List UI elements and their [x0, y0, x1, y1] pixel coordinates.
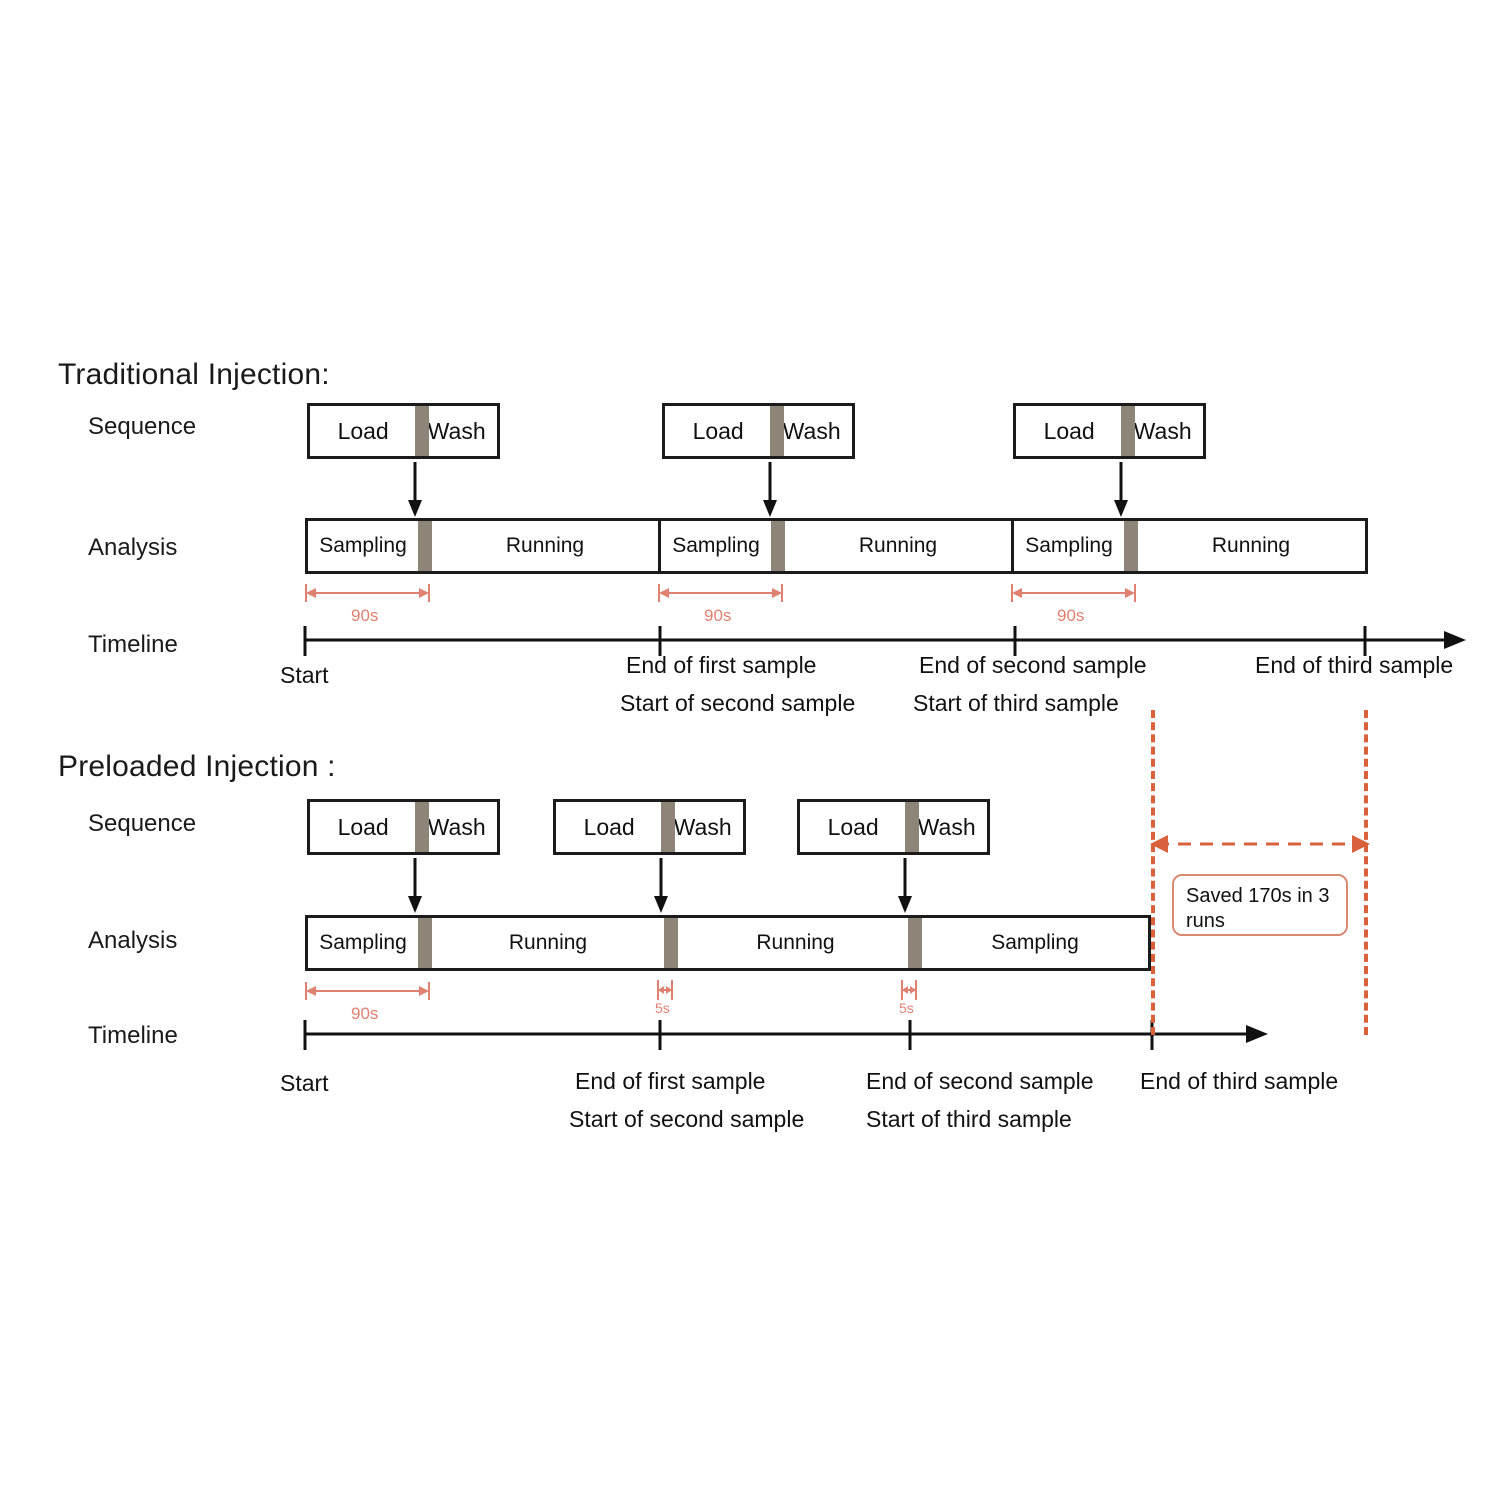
dimension-arrow-90s-2: [658, 584, 783, 602]
section-title-preloaded: Preloaded Injection :: [58, 750, 336, 783]
sequence-wash-label: Wash: [673, 813, 732, 840]
sequence-block-1-preloaded: Load Wash: [307, 799, 500, 855]
dimension-label-5s-2: 5s: [899, 1000, 914, 1016]
injection-down-arrow-3: [898, 858, 912, 913]
timeline-mark-end-first-preloaded: End of first sample: [575, 1068, 766, 1094]
dimension-arrow-5s-1: [657, 980, 673, 1000]
analysis-divider: [658, 521, 661, 571]
timeline-mark-start-third-traditional: Start of third sample: [913, 690, 1119, 716]
savings-guide-line-left: [1151, 710, 1155, 1035]
timeline-mark-start-preloaded: Start: [280, 1070, 329, 1096]
sequence-block-1-traditional: Load Wash: [307, 403, 500, 459]
injection-marker-bar: [415, 406, 429, 456]
dimension-label-90s-2: 90s: [704, 606, 732, 625]
injection-marker-bar: [418, 918, 432, 968]
sequence-load-label: Load: [1043, 417, 1095, 444]
savings-guide-line-right: [1364, 710, 1368, 1035]
dimension-arrow-90s-3: [1011, 584, 1136, 602]
injection-down-arrow-2: [654, 858, 668, 913]
analysis-segment-sampling: Sampling: [672, 534, 760, 557]
row-label-sequence-traditional: Sequence: [88, 413, 197, 440]
injection-marker-bar: [1121, 406, 1135, 456]
row-label-sequence-preloaded: Sequence: [88, 810, 197, 837]
injection-down-arrow-1: [408, 462, 422, 517]
timeline-mark-start-third-preloaded: Start of third sample: [866, 1106, 1072, 1132]
sequence-load-label: Load: [583, 813, 635, 840]
analysis-segment-running: Running: [858, 534, 938, 557]
analysis-segment-sampling: Sampling: [991, 931, 1079, 954]
analysis-segment-sampling: Sampling: [319, 534, 407, 557]
dimension-label-90s-1: 90s: [351, 606, 379, 625]
sequence-load-label: Load: [337, 813, 389, 840]
timeline-mark-start-second-traditional: Start of second sample: [620, 690, 856, 716]
savings-span-arrow: [1150, 835, 1370, 853]
timeline-mark-start-second-preloaded: Start of second sample: [569, 1106, 805, 1132]
analysis-segment-running: Running: [756, 931, 835, 954]
analysis-segment-running: Running: [505, 534, 585, 557]
dimension-label-90s-3: 90s: [1057, 606, 1085, 625]
analysis-segment-running: Running: [1211, 534, 1291, 557]
sequence-load-label: Load: [692, 417, 744, 444]
savings-callout-text: Saved 170s in 3 runs: [1186, 885, 1330, 932]
row-label-analysis-traditional: Analysis: [88, 534, 178, 561]
sequence-wash-label: Wash: [1133, 417, 1192, 444]
analysis-bar-traditional: Sampling Running Sampling Running Sampli…: [305, 518, 1368, 574]
row-label-timeline-traditional: Timeline: [88, 631, 178, 658]
timeline-mark-start-traditional: Start: [280, 662, 329, 688]
timeline-mark-end-first-traditional: End of first sample: [626, 652, 817, 678]
sequence-load-label: Load: [827, 813, 879, 840]
injection-marker-bar: [771, 521, 785, 571]
sequence-wash-label: Wash: [782, 417, 841, 444]
timeline-mark-end-third-traditional: End of third sample: [1255, 652, 1454, 678]
injection-down-arrow-2: [763, 462, 777, 517]
sequence-wash-label: Wash: [427, 417, 486, 444]
dimension-arrow-5s-2: [901, 980, 917, 1000]
row-label-analysis-preloaded: Analysis: [88, 927, 178, 954]
analysis-segment-running: Running: [508, 931, 588, 954]
timeline-mark-end-second-preloaded: End of second sample: [866, 1068, 1094, 1094]
sequence-wash-label: Wash: [427, 813, 486, 840]
injection-marker-bar: [664, 918, 678, 968]
dimension-arrow-90s-preloaded: [305, 982, 430, 1000]
timeline-axis-preloaded: [303, 1020, 1268, 1050]
timeline-axis-traditional: [303, 626, 1466, 656]
analysis-segment-sampling: Sampling: [1025, 534, 1113, 557]
savings-callout: Saved 170s in 3 runs: [1172, 874, 1348, 936]
dimension-label-90s-preloaded: 90s: [351, 1004, 379, 1023]
injection-marker-bar: [905, 802, 919, 852]
section-title-traditional: Traditional Injection:: [58, 358, 330, 391]
sequence-wash-label: Wash: [917, 813, 976, 840]
injection-marker-bar: [415, 802, 429, 852]
sequence-block-3-preloaded: Load Wash: [797, 799, 990, 855]
analysis-segment-sampling: Sampling: [319, 931, 407, 954]
analysis-divider: [1011, 521, 1014, 571]
injection-down-arrow-3: [1114, 462, 1128, 517]
row-label-timeline-preloaded: Timeline: [88, 1022, 178, 1049]
injection-marker-bar: [908, 918, 922, 968]
sequence-load-label: Load: [337, 417, 389, 444]
analysis-bar-preloaded: Sampling Running Running Sampling: [305, 915, 1151, 971]
sequence-block-3-traditional: Load Wash: [1013, 403, 1206, 459]
dimension-arrow-90s-1: [305, 584, 430, 602]
sequence-block-2-preloaded: Load Wash: [553, 799, 746, 855]
timeline-mark-end-second-traditional: End of second sample: [919, 652, 1147, 678]
injection-marker-bar: [1124, 521, 1138, 571]
dimension-label-5s-1: 5s: [655, 1000, 670, 1016]
sequence-block-2-traditional: Load Wash: [662, 403, 855, 459]
injection-marker-bar: [661, 802, 675, 852]
injection-marker-bar: [418, 521, 432, 571]
injection-marker-bar: [770, 406, 784, 456]
injection-down-arrow-1: [408, 858, 422, 913]
timeline-mark-end-third-preloaded: End of third sample: [1140, 1068, 1339, 1094]
